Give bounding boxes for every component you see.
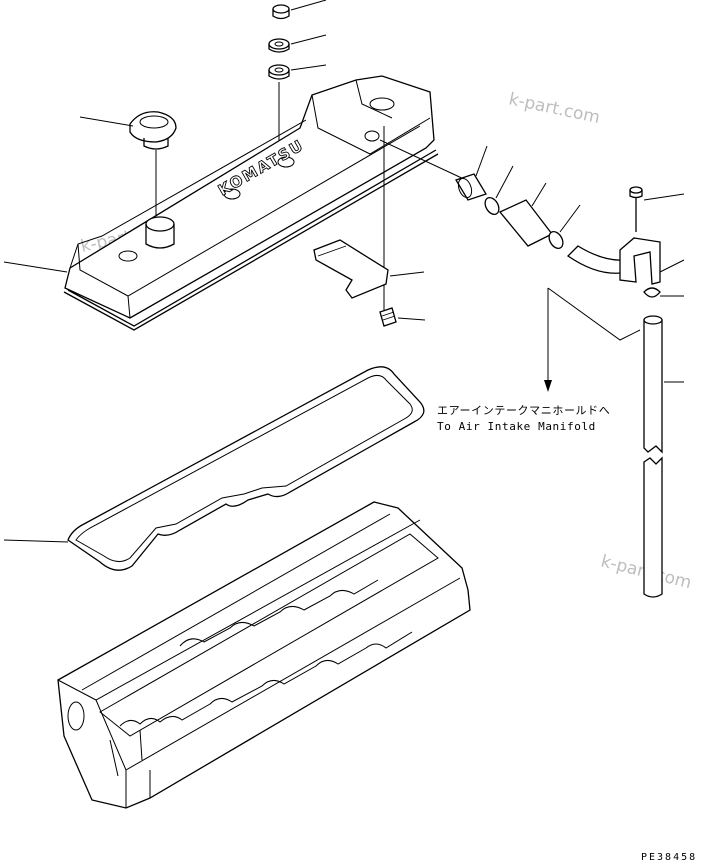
intake-arrow bbox=[544, 287, 641, 392]
drawing-code: PE38458 bbox=[641, 852, 698, 863]
bracket-plate bbox=[313, 239, 425, 299]
breather-tube-elbow bbox=[566, 245, 629, 274]
bolt-right bbox=[629, 186, 685, 232]
cylinder-head bbox=[57, 501, 471, 809]
note-japanese: エアーインテークマニホールドへ bbox=[437, 404, 611, 417]
grommet-top bbox=[268, 64, 327, 80]
rocker-cover-gasket bbox=[3, 366, 425, 571]
breather-axis-line bbox=[379, 139, 467, 181]
rocker-cover: KOMATSU bbox=[3, 75, 439, 331]
breather-nipple bbox=[455, 145, 488, 201]
pipe-bracket bbox=[619, 237, 685, 285]
watermark-1: k-part.com bbox=[507, 89, 602, 128]
hose bbox=[498, 182, 553, 247]
note-english: To Air Intake Manifold bbox=[437, 420, 596, 433]
breather-pipe bbox=[643, 315, 684, 598]
bolt-top bbox=[272, 0, 327, 20]
clip bbox=[643, 287, 684, 298]
washer-top bbox=[268, 34, 327, 53]
hose-clamp-1 bbox=[484, 165, 514, 216]
screw bbox=[379, 307, 426, 327]
oil-filler-cap bbox=[79, 111, 177, 150]
hose-clamp-2 bbox=[548, 204, 581, 250]
